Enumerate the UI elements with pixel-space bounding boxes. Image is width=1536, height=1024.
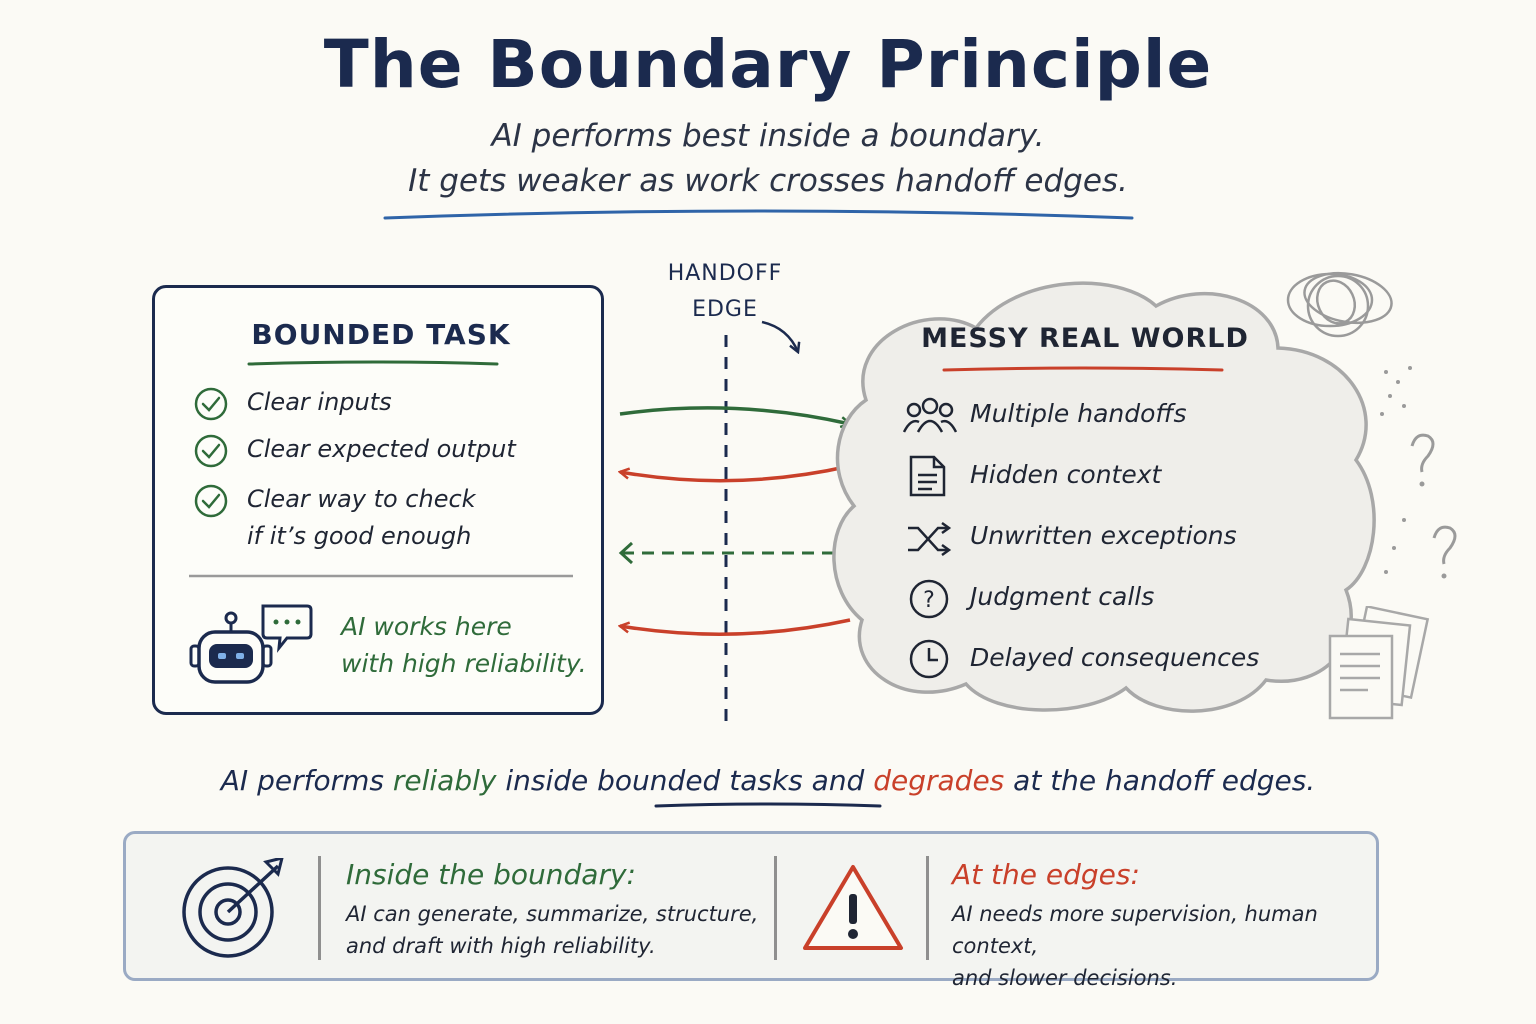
ai-note-line2: with high reliability. — [341, 649, 587, 678]
document-icon — [909, 455, 946, 497]
handoff-pointer-arrow — [761, 320, 798, 352]
scribble-icon — [1286, 271, 1393, 338]
clock-icon — [909, 639, 949, 679]
summary-statement: AI performs reliably inside bounded task… — [0, 764, 1536, 797]
check-circle-icon — [194, 387, 228, 421]
handoff-edge-label: HANDOFF EDGE — [640, 256, 810, 328]
shuffle-icon — [908, 522, 952, 556]
subtitle-underline — [383, 209, 1134, 220]
bottom-info-panel: Inside the boundary: AI can generate, su… — [123, 831, 1379, 990]
arrow-to-world-green — [619, 406, 850, 424]
bounded-task-box: BOUNDED TASK Clear inputs Clear expected… — [152, 285, 604, 715]
question-marks-icon — [1380, 366, 1457, 579]
check-circle-icon — [194, 434, 228, 468]
summary-bounded: bounded — [597, 764, 721, 797]
summary-reliably: reliably — [392, 764, 497, 797]
inside-body: AI can generate, summarize, structure, a… — [346, 898, 758, 962]
target-icon — [182, 858, 284, 958]
question-icon: ? — [909, 579, 949, 619]
panel-divider-center — [774, 856, 777, 960]
bounded-item-clear-inputs: Clear inputs — [247, 388, 392, 416]
bounded-item-check-line1: Clear way to check — [247, 485, 476, 513]
divider — [189, 574, 573, 578]
summary-part-2: inside — [496, 764, 598, 797]
messy-item-hidden-context: Hidden context — [970, 460, 1162, 489]
panel-divider-left — [318, 856, 321, 960]
summary-part-4: at the handoff edges. — [1004, 764, 1316, 797]
edges-body-line2: and slower decisions. — [952, 966, 1178, 990]
messy-item-delayed-consequences: Delayed consequences — [970, 643, 1260, 672]
svg-text:?: ? — [923, 588, 935, 613]
summary-part-3: tasks and — [720, 764, 874, 797]
inside-body-line2: and draft with high reliability. — [346, 934, 656, 958]
messy-world-title: MESSY REAL WORLD — [921, 323, 1249, 354]
edges-body-line1: AI needs more supervision, human context… — [952, 902, 1318, 958]
subtitle-line-1: AI performs best inside a boundary. — [491, 118, 1045, 154]
bounded-task-title: BOUNDED TASK — [251, 318, 511, 351]
inside-body-line1: AI can generate, summarize, structure, — [346, 902, 759, 926]
subtitle-line-2: It gets weaker as work crosses handoff e… — [408, 163, 1128, 199]
ai-note-line1: AI works here — [341, 612, 512, 641]
warning-icon — [803, 865, 903, 950]
edges-heading: At the edges: — [952, 858, 1140, 891]
check-circle-icon — [194, 484, 228, 518]
messy-item-unwritten-exceptions: Unwritten exceptions — [970, 521, 1237, 550]
inside-heading: Inside the boundary: — [346, 858, 636, 891]
messy-item-judgment-calls: Judgment calls — [970, 582, 1155, 611]
messy-title-underline — [942, 366, 1224, 372]
bounded-item-clear-output: Clear expected output — [247, 435, 516, 463]
handoff-label-line1: HANDOFF — [667, 261, 783, 286]
summary-degrades: degrades — [873, 764, 1005, 797]
messy-item-multiple-handoffs: Multiple handoffs — [970, 399, 1187, 428]
people-icon — [903, 397, 957, 433]
robot-chat-icon — [189, 604, 313, 684]
edges-body: AI needs more supervision, human context… — [952, 898, 1376, 994]
summary-underline — [654, 802, 882, 808]
bounded-title-underline — [247, 360, 499, 366]
arrow-from-world-red-2 — [620, 618, 851, 636]
arrow-from-world-red — [620, 464, 851, 483]
page-title: The Boundary Principle — [323, 26, 1213, 103]
summary-part-1: AI performs — [220, 764, 393, 797]
papers-icon — [1328, 606, 1430, 720]
panel-divider-right — [926, 856, 929, 960]
handoff-label-line2: EDGE — [692, 297, 758, 322]
bounded-item-check-line2: if it’s good enough — [247, 522, 472, 550]
ai-works-note: AI works here with high reliability. — [341, 608, 587, 682]
